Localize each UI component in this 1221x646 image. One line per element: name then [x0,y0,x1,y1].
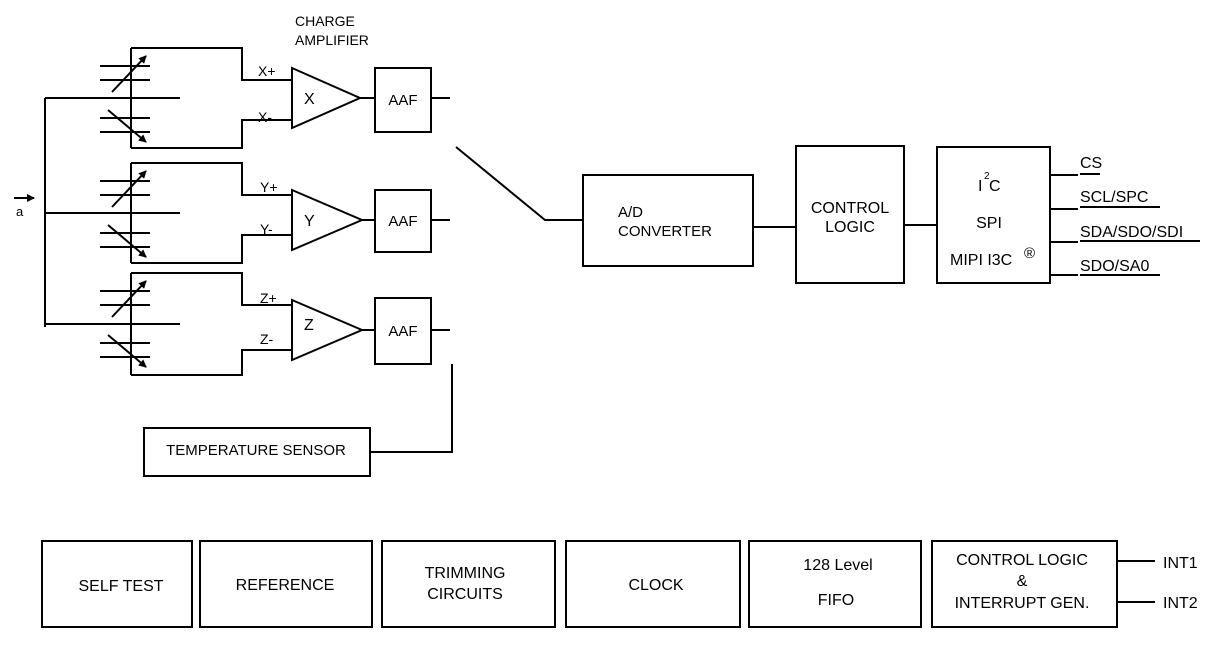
amplifier-z-label: Z [304,317,314,334]
clock-label: CLOCK [628,577,683,594]
amplifier-x-label: X [304,91,315,108]
trimming-label-line2: CIRCUITS [427,586,503,603]
fifo-label-line2: FIFO [818,592,854,609]
self-test-box [41,540,193,628]
amplifier-z [291,298,365,362]
pin-int2: INT2 [1163,595,1198,612]
amplifier-y [291,188,365,252]
spi-label: SPI [976,215,1002,232]
mipi-registered-mark: ® [1024,245,1035,262]
input-arrow: a [14,194,35,219]
i2c-label-tail: C [989,178,1001,195]
pin-int1: INT1 [1163,555,1198,572]
pin-scl-spc: SCL/SPC [1080,189,1148,206]
ad-converter-label-line2: CONVERTER [618,223,712,240]
control-logic-box [795,145,905,284]
x-plus-label: X+ [258,63,276,79]
mipi-label: MIPI I3C [950,252,1012,269]
amplifier-x [291,66,363,130]
temperature-sensor-box [143,427,371,477]
fifo-box [748,540,922,628]
aaf-z-label: AAF [388,323,417,340]
interface-block: I 2 C SPI MIPI I3C ® [936,146,1051,284]
i2c-label-base: I [978,178,982,195]
i2c-label-superscript: 2 [984,171,990,182]
z-plus-label: Z+ [260,290,277,306]
temperature-sensor-label: TEMPERATURE SENSOR [166,442,346,459]
bottom-row: SELF TEST REFERENCE TRIMMING CIRCUITS CL… [41,540,1198,628]
pin-cs: CS [1080,155,1102,172]
interrupt-label-line3: INTERRUPT GEN. [955,595,1090,612]
charge-amplifier-caption-line2: AMPLIFIER [295,32,369,48]
interface-pins: CS SCL/SPC SDA/SDO/SDI SDO/SA0 [1050,155,1200,276]
ad-converter-label-line1: A/D [618,204,643,221]
ad-converter: A/D CONVERTER [582,174,754,267]
pin-sda-sdo-sdi: SDA/SDO/SDI [1080,224,1183,241]
control-logic: CONTROL LOGIC [795,145,905,284]
aaf-x-label: AAF [388,92,417,109]
aaf-x-box [374,67,432,133]
aaf-y-label: AAF [388,213,417,230]
pin-sdo-sa0: SDO/SA0 [1080,258,1149,275]
control-logic-label-line2: LOGIC [825,219,875,236]
reference-box [199,540,373,628]
reference-label: REFERENCE [236,577,335,594]
z-minus-label: Z- [260,331,274,347]
input-label: a [16,204,24,219]
trimming-label-line1: TRIMMING [425,565,506,582]
interrupt-label-line2: & [1017,573,1028,590]
interface-box [936,146,1051,284]
y-plus-label: Y+ [260,179,278,195]
y-minus-label: Y- [260,221,273,237]
control-logic-label-line1: CONTROL [811,200,889,217]
trimming-circuits-box [381,540,556,628]
x-minus-label: X- [258,109,272,125]
charge-amplifier-caption-line1: CHARGE [295,13,355,29]
temperature-sensor: TEMPERATURE SENSOR [143,364,453,477]
interrupt-box [931,540,1118,628]
mux-switch [455,146,583,221]
clock-box [565,540,741,628]
channel-y: Y Y+ Y- AAF [45,162,450,264]
amplifier-y-label: Y [304,213,315,230]
channel-z: Z Z+ Z- AAF [45,272,450,376]
interrupt-label-line1: CONTROL LOGIC [956,552,1088,569]
self-test-label: SELF TEST [78,578,163,595]
aaf-z-box [374,297,432,365]
ad-converter-box [582,174,754,267]
fifo-label-line1: 128 Level [803,557,872,574]
channel-x: X X+ X- AAF [45,47,450,149]
